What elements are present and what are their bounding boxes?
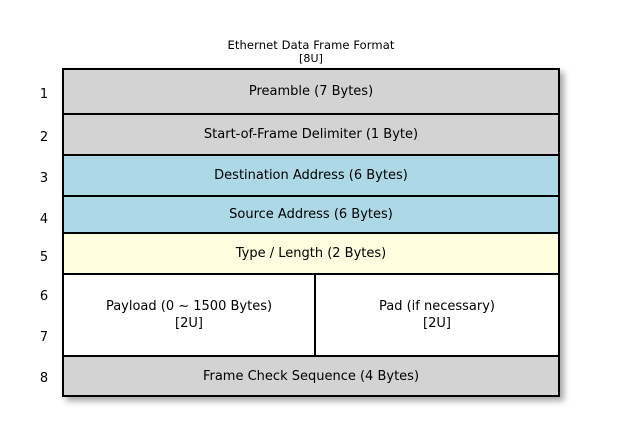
row-number-4: 4	[39, 212, 49, 227]
frame-field-type-length-label: Type / Length (2 Bytes)	[235, 246, 387, 261]
frame-field-destination-address: Destination Address (6 Bytes)	[64, 156, 558, 197]
row-number-3: 3	[39, 171, 49, 186]
ethernet-frame-table: Preamble (7 Bytes) Start-of-Frame Delimi…	[62, 68, 560, 397]
row-number-8: 8	[39, 371, 49, 386]
row-number-2: 2	[39, 130, 49, 145]
frame-field-payload-pad-row: Payload (0 ~ 1500 Bytes) [2U] Pad (if ne…	[64, 275, 558, 357]
frame-field-destination-address-label: Destination Address (6 Bytes)	[214, 168, 408, 183]
frame-field-frame-check-sequence: Frame Check Sequence (4 Bytes)	[64, 357, 558, 395]
row-number-5: 5	[39, 250, 49, 265]
frame-field-frame-check-sequence-label: Frame Check Sequence (4 Bytes)	[202, 368, 420, 384]
frame-field-pad-label: Pad (if necessary)	[378, 299, 495, 314]
frame-field-type-length: Type / Length (2 Bytes)	[64, 234, 558, 275]
row-number-1: 1	[39, 87, 49, 102]
frame-field-preamble-label: Preamble (7 Bytes)	[248, 84, 374, 99]
row-number-7: 7	[39, 330, 49, 345]
frame-field-sfd: Start-of-Frame Delimiter (1 Byte)	[64, 115, 558, 156]
frame-field-payload-sublabel: [2U]	[175, 316, 203, 331]
frame-field-pad-sublabel: [2U]	[423, 316, 451, 331]
diagram-subtitle: [8U]	[298, 52, 324, 65]
frame-field-source-address-label: Source Address (6 Bytes)	[229, 207, 393, 222]
frame-field-source-address: Source Address (6 Bytes)	[64, 197, 558, 234]
frame-field-preamble: Preamble (7 Bytes)	[64, 70, 558, 115]
frame-field-payload: Payload (0 ~ 1500 Bytes) [2U]	[64, 275, 316, 355]
page-title: Ethernet Data Frame Format	[227, 38, 395, 52]
frame-field-payload-label: Payload (0 ~ 1500 Bytes)	[105, 299, 273, 314]
row-number-6: 6	[39, 289, 49, 304]
frame-field-pad: Pad (if necessary) [2U]	[316, 275, 558, 355]
frame-field-sfd-label: Start-of-Frame Delimiter (1 Byte)	[203, 127, 419, 142]
diagram-title-block: Ethernet Data Frame Format [8U]	[62, 38, 560, 66]
row-number-gutter: 1 2 3 4 5 6 7 8	[30, 68, 58, 397]
